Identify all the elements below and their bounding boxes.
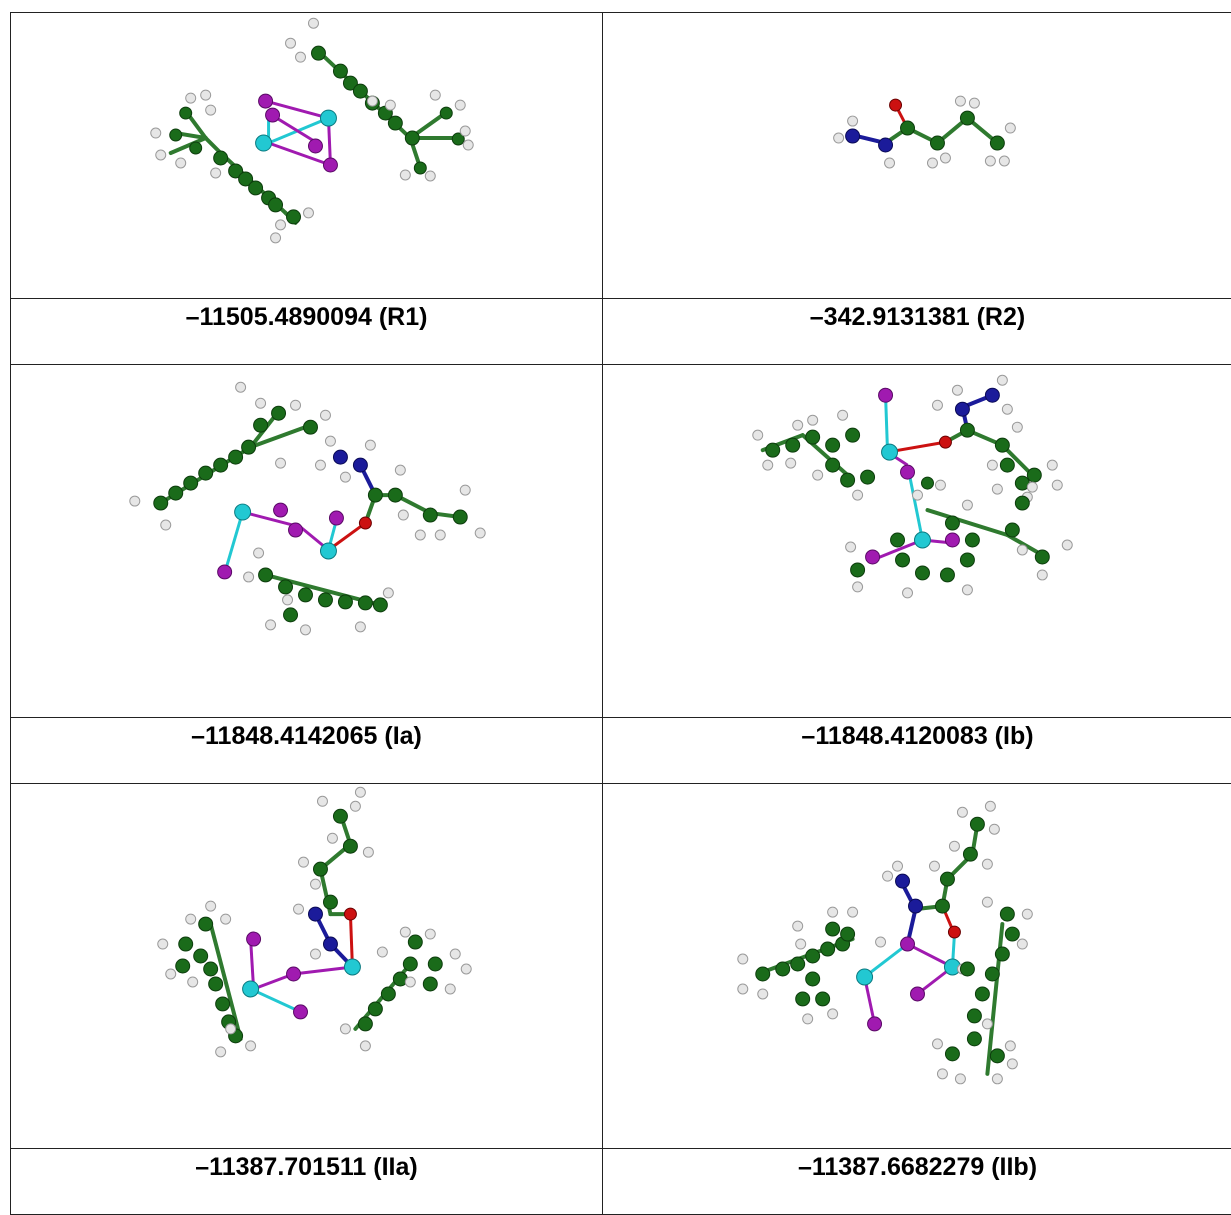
structure-image-ib (603, 365, 1231, 718)
molecule-ib (603, 365, 1231, 717)
energy-label-ia: –11848.4142065 (Ia) (11, 718, 603, 784)
molecule-ia (11, 365, 602, 717)
structure-image-iia (11, 784, 603, 1149)
structure-image-iib (603, 784, 1231, 1149)
energy-label-r2: –342.9131381 (R2) (603, 299, 1231, 365)
molecule-r1 (11, 13, 602, 298)
structure-image-ia (11, 365, 603, 718)
energy-label-iia: –11387.701511 (IIa) (11, 1149, 603, 1215)
energy-label-r1: –11505.4890094 (R1) (11, 299, 603, 365)
structure-image-r2 (603, 13, 1231, 299)
energy-label-iib: –11387.6682279 (IIb) (603, 1149, 1231, 1215)
energy-label-ib: –11848.4120083 (Ib) (603, 718, 1231, 784)
molecule-r2 (603, 13, 1231, 298)
molecule-iia (11, 784, 602, 1148)
structure-image-r1 (11, 13, 603, 299)
molecule-iib (603, 784, 1231, 1148)
structures-table: –11505.4890094 (R1) –342.9131381 (R2) (10, 12, 1231, 1215)
